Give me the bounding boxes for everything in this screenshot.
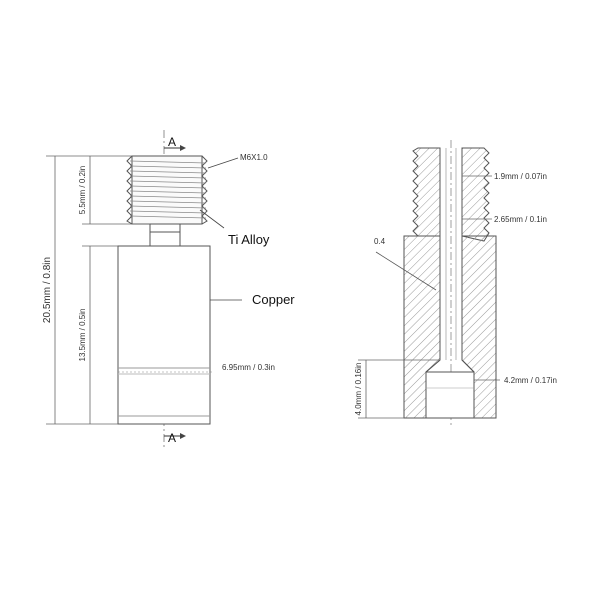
dim-thread-length-label: 5.5mm / 0.2in (78, 166, 87, 214)
dim-bore-label: 1.9mm / 0.07in (494, 172, 547, 181)
dim-chamfer-label: 0.4 (374, 237, 386, 246)
material-label-ti-alloy: Ti Alloy (228, 232, 270, 247)
threaded-section (126, 155, 208, 225)
thread-callout: M6X1.0 (240, 153, 268, 162)
section-view (358, 140, 500, 426)
dim-counterbore-diameter-label: 4.2mm / 0.17in (504, 376, 557, 385)
dim-body-diameter-label: 6.95mm / 0.3in (222, 363, 275, 372)
exterior-view (46, 130, 242, 448)
dim-body-height (82, 245, 118, 424)
section-label-bottom: A (168, 431, 176, 445)
material-label-copper: Copper (252, 292, 295, 307)
section-label-top: A (168, 135, 176, 149)
neck (149, 223, 181, 247)
dim-counterbore-depth-label: 4.0mm / 0.16in (354, 363, 363, 416)
section-thread-left (412, 147, 441, 237)
dim-total-height-label: 20.5mm / 0.8in (42, 257, 53, 323)
copper-body (117, 245, 211, 425)
dim-body-height-label: 13.5mm / 0.5in (78, 309, 87, 362)
section-thread-right (461, 147, 490, 242)
dim-throat-label: 2.65mm / 0.1in (494, 215, 547, 224)
bore (439, 140, 463, 426)
dim-total-height (46, 155, 132, 425)
dim-thread-length (82, 156, 150, 225)
counterbore (425, 359, 475, 419)
